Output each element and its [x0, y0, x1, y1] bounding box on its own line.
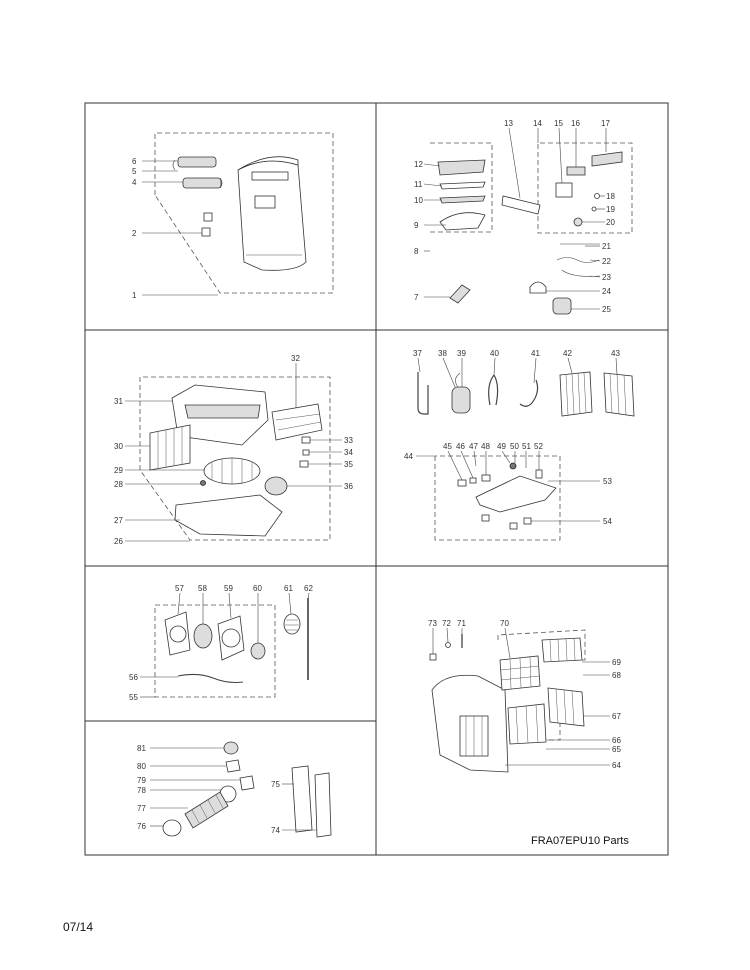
- panel-condenser-fan: 57 58 59 60 61 62 56 55: [129, 584, 313, 702]
- label-45: 45: [443, 442, 452, 451]
- label-48: 48: [481, 442, 490, 451]
- label-57: 57: [175, 584, 184, 593]
- label-64: 64: [612, 761, 621, 770]
- label-43: 43: [611, 349, 620, 358]
- diagram-caption: FRA07EPU10 Parts: [531, 835, 629, 847]
- label-15: 15: [554, 119, 563, 128]
- label-72: 72: [442, 619, 451, 628]
- label-81: 81: [137, 744, 146, 753]
- label-8: 8: [414, 247, 419, 256]
- label-12: 12: [414, 160, 423, 169]
- label-14: 14: [533, 119, 542, 128]
- label-47: 47: [469, 442, 478, 451]
- panel-compressor-coils: 37 38 39 40 41 42 43 44 45 46 47 48 49 5…: [404, 349, 635, 541]
- label-51: 51: [522, 442, 531, 451]
- label-60: 60: [253, 584, 262, 593]
- label-38: 38: [438, 349, 447, 358]
- label-54: 54: [603, 517, 612, 526]
- label-69: 69: [612, 658, 621, 667]
- label-13: 13: [504, 119, 513, 128]
- label-29: 29: [114, 466, 123, 475]
- label-79: 79: [137, 776, 146, 785]
- panel-front-cabinet: 6 5 4 2 1: [132, 132, 334, 300]
- label-11: 11: [414, 180, 423, 189]
- panel-rear-cabinet: 73 72 71 70 69 68 67 66 65 64 FRA07EPU10…: [428, 619, 629, 847]
- label-36: 36: [344, 482, 353, 491]
- label-58: 58: [198, 584, 207, 593]
- label-70: 70: [500, 619, 509, 628]
- label-42: 42: [563, 349, 572, 358]
- label-20: 20: [606, 218, 615, 227]
- label-61: 61: [284, 584, 293, 593]
- label-75: 75: [271, 780, 280, 789]
- label-50: 50: [510, 442, 519, 451]
- label-46: 46: [456, 442, 465, 451]
- label-23: 23: [602, 273, 611, 282]
- label-30: 30: [114, 442, 123, 451]
- panel-base-blower: 31 30 29 28 27 26 32 33 34 35 36: [114, 354, 353, 546]
- label-53: 53: [603, 477, 612, 486]
- label-18: 18: [606, 192, 615, 201]
- label-37: 37: [413, 349, 422, 358]
- label-21: 21: [602, 242, 611, 251]
- label-33: 33: [344, 436, 353, 445]
- label-16: 16: [571, 119, 580, 128]
- label-28: 28: [114, 480, 123, 489]
- label-62: 62: [304, 584, 313, 593]
- label-17: 17: [601, 119, 610, 128]
- label-1: 1: [132, 291, 137, 300]
- label-49: 49: [497, 442, 506, 451]
- label-76: 76: [137, 822, 146, 831]
- label-10: 10: [414, 196, 423, 205]
- label-67: 67: [612, 712, 621, 721]
- label-4: 4: [132, 178, 137, 187]
- label-74: 74: [271, 826, 280, 835]
- label-26: 26: [114, 537, 123, 546]
- label-68: 68: [612, 671, 621, 680]
- label-40: 40: [490, 349, 499, 358]
- label-7: 7: [414, 293, 419, 302]
- label-66: 66: [612, 736, 621, 745]
- label-32: 32: [291, 354, 300, 363]
- grille-parts: [172, 156, 223, 189]
- panel-exhaust-kit: 81 80 79 78 77 76 75 74: [137, 741, 332, 838]
- revision-date: 07/14: [63, 920, 94, 934]
- label-35: 35: [344, 460, 353, 469]
- label-24: 24: [602, 287, 611, 296]
- label-6: 6: [132, 157, 137, 166]
- label-39: 39: [457, 349, 466, 358]
- label-59: 59: [224, 584, 233, 593]
- label-9: 9: [414, 221, 419, 230]
- label-25: 25: [602, 305, 611, 314]
- label-41: 41: [531, 349, 540, 358]
- label-5: 5: [132, 167, 137, 176]
- label-55: 55: [129, 693, 138, 702]
- label-27: 27: [114, 516, 123, 525]
- label-71: 71: [457, 619, 466, 628]
- label-52: 52: [534, 442, 543, 451]
- label-65: 65: [612, 745, 621, 754]
- label-78: 78: [137, 786, 146, 795]
- label-44: 44: [404, 452, 413, 461]
- label-34: 34: [344, 448, 353, 457]
- label-73: 73: [428, 619, 437, 628]
- panel-control-parts: 12 11 10 9 8 7 13 14 15 16 17 18 19 20 2…: [414, 119, 633, 315]
- label-56: 56: [129, 673, 138, 682]
- label-80: 80: [137, 762, 146, 771]
- label-22: 22: [602, 257, 611, 266]
- label-77: 77: [137, 804, 146, 813]
- label-31: 31: [114, 397, 123, 406]
- label-19: 19: [606, 205, 615, 214]
- label-2: 2: [132, 229, 137, 238]
- diagram-frame: [84, 102, 669, 856]
